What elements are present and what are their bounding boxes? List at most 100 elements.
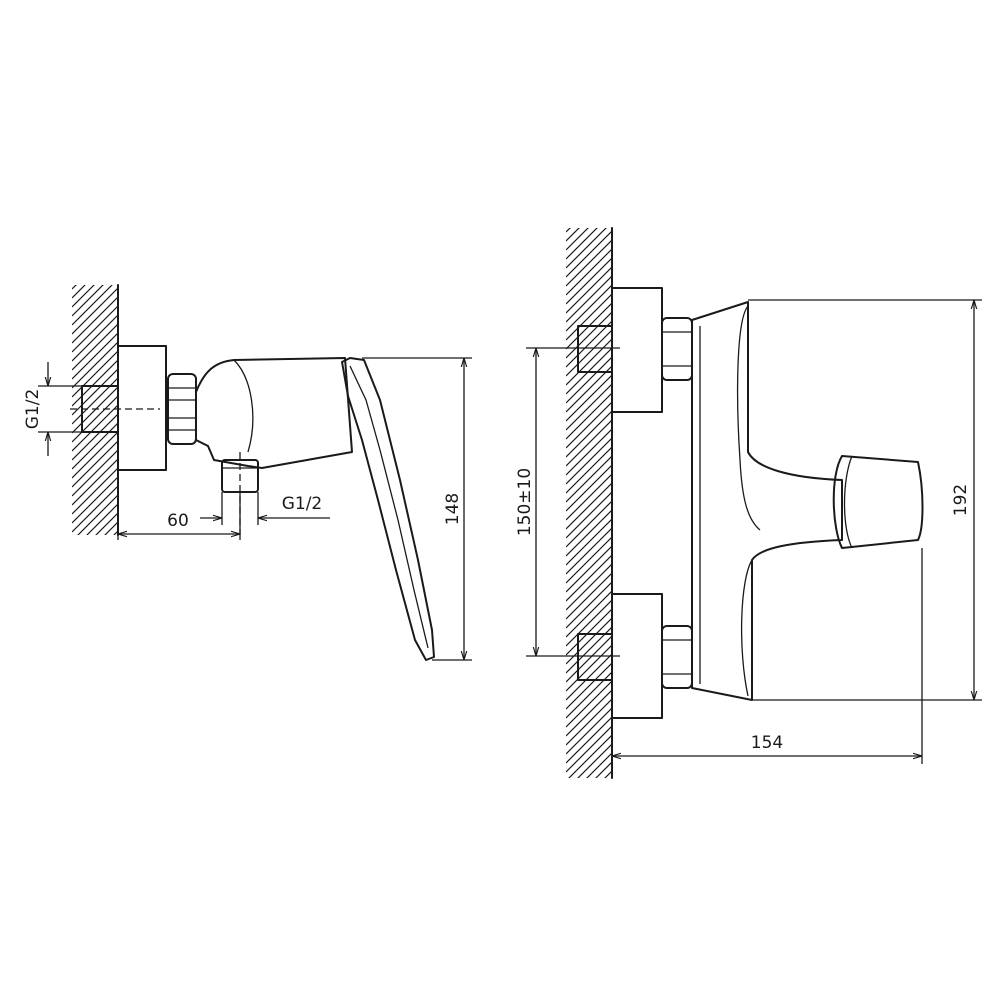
hatch-line [566, 275, 612, 323]
hatch-line [566, 581, 612, 629]
side-view: G1/2 60 G1/2 148 [23, 225, 472, 661]
hatch-line [566, 410, 612, 458]
hatch-line [77, 494, 118, 535]
valve-body-side [195, 357, 353, 469]
hatch-line [566, 177, 612, 223]
dim-front-height: 192 [748, 299, 982, 701]
hatch-line [566, 816, 612, 862]
hatch-line [566, 509, 612, 557]
hatch-line [72, 285, 95, 308]
hatch-line [72, 476, 118, 524]
hatch-line [566, 825, 612, 871]
hatch-line [566, 662, 612, 710]
hatch-line [95, 512, 118, 535]
lever-cap-front [832, 455, 924, 549]
hatch-line [72, 323, 118, 371]
lever-handle-side [341, 357, 435, 661]
hatch-line [566, 807, 612, 853]
dim-front-width: 154 [612, 548, 923, 764]
hatch-line [72, 549, 118, 595]
hatch-line [72, 567, 118, 613]
dim-outlet-thread: G1/2 [200, 492, 330, 525]
hatch-line [72, 449, 118, 497]
hatch-line [566, 536, 612, 584]
hatch-line [72, 585, 118, 631]
hatch-line [566, 689, 612, 737]
hatch-line [566, 798, 612, 844]
hatch-line [72, 576, 118, 622]
thread-inlet-label: G1/2 [23, 389, 43, 430]
hatch-line [104, 521, 118, 535]
hatch-line [566, 473, 612, 521]
hatch-line [566, 311, 612, 359]
hatch-line [566, 725, 612, 773]
hatch-line [72, 404, 118, 452]
hatch-line [566, 338, 612, 386]
hatch-line [566, 257, 612, 305]
hatch-line [566, 401, 612, 449]
hatch-line [566, 680, 612, 728]
hatch-line [72, 285, 77, 290]
wall-hatch-right [566, 168, 612, 880]
hatch-line [604, 770, 612, 778]
hatch-line [568, 734, 612, 778]
mixer-body-front [691, 301, 843, 701]
hatch-line [72, 386, 118, 434]
body-inner-contour-lower [740, 559, 753, 697]
hatch-line [72, 341, 118, 389]
escutcheon-upper [611, 287, 663, 413]
hatch-line [566, 284, 612, 332]
hatch-line [72, 413, 118, 461]
dim-side-height: 148 [362, 357, 472, 661]
hatch-line [72, 422, 118, 470]
hatch-line [566, 228, 607, 269]
hatch-line [566, 230, 612, 278]
hatch-line [566, 228, 589, 251]
hatch-line [566, 563, 612, 611]
hatch-line [72, 296, 118, 344]
hatch-line [566, 437, 612, 485]
hatch-line [72, 350, 118, 398]
hatch-line [566, 383, 612, 431]
front-width-label: 154 [751, 733, 783, 753]
hatch-line [72, 368, 118, 416]
hatch-line [566, 428, 612, 476]
hatch-line [566, 671, 612, 719]
hatch-line [566, 599, 612, 647]
hatch-line [566, 698, 612, 746]
hatch-line [566, 168, 612, 214]
hatch-line [566, 653, 612, 701]
hatch-line [72, 285, 86, 299]
front-height-label: 192 [951, 484, 971, 516]
hatch-line [566, 293, 612, 341]
hatch-line [72, 540, 118, 586]
hatch-line [72, 287, 118, 335]
hatch-line [566, 228, 571, 233]
hatch-line [566, 518, 612, 566]
hatch-line [566, 635, 612, 683]
hatch-line [72, 305, 118, 353]
hatch-line [566, 780, 612, 826]
hatch-line [113, 530, 118, 535]
hatch-line [72, 285, 104, 317]
hatch-line [566, 608, 612, 656]
hatch-line [566, 644, 612, 692]
hatch-line [72, 458, 118, 506]
hex-nut-lower [661, 625, 693, 689]
hatch-line [566, 834, 612, 880]
body-inner-contour-upper [736, 305, 761, 531]
hatch-line [566, 590, 612, 638]
hatch-line [72, 594, 118, 640]
hatch-line [566, 789, 612, 835]
hatch-line [86, 503, 118, 535]
hatch-line [72, 440, 118, 488]
hatch-line [566, 527, 612, 575]
side-height-label: 148 [443, 493, 463, 525]
hatch-line [595, 761, 612, 778]
hatch-line [566, 228, 580, 242]
hatch-line [566, 707, 612, 755]
hatch-line [566, 617, 612, 665]
hatch-line [72, 225, 118, 271]
hatch-line [566, 356, 612, 404]
